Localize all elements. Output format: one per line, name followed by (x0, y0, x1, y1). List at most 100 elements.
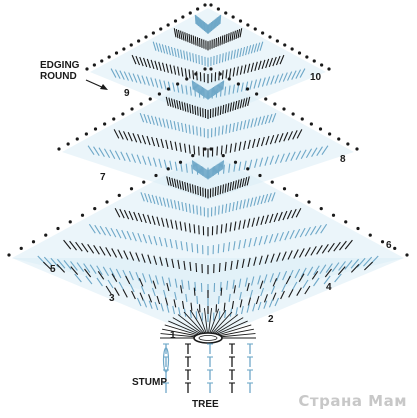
stitch-mark (173, 99, 177, 109)
stitch-mark (232, 279, 235, 289)
stitch-mark (279, 153, 285, 163)
stitch-mark (181, 300, 185, 310)
chain-dot (121, 112, 125, 116)
stitch-mark (250, 118, 254, 128)
stitch-mark (227, 103, 230, 113)
stitch-mark (221, 125, 224, 135)
chain-dot (57, 147, 61, 151)
chain-dot (261, 31, 265, 35)
stitch-mark (164, 238, 168, 248)
stitch-mark (137, 232, 142, 243)
stitch-mark (315, 224, 322, 235)
stitch-mark (321, 243, 329, 254)
stitch-mark (316, 245, 323, 255)
chain-dot (80, 213, 85, 217)
stitch-mark (118, 281, 125, 291)
stitch-mark (265, 135, 270, 146)
stitch-mark (288, 289, 294, 298)
chain-dot (309, 122, 313, 126)
stitch-mark (264, 193, 269, 204)
stitch-mark (117, 249, 123, 259)
stitch-mark (239, 28, 243, 38)
stitch-mark (274, 154, 280, 164)
stitch-mark (244, 177, 248, 187)
stitch-mark (121, 229, 127, 240)
chain-dot (84, 132, 88, 136)
stitch-mark (70, 261, 78, 271)
stitch-mark (219, 14, 222, 24)
stitch-mark (113, 129, 120, 139)
stitch-mark (189, 183, 192, 193)
stitch-mark (173, 65, 177, 75)
stitch-mark (239, 299, 243, 308)
stitch-mark (56, 263, 66, 273)
stitch-mark (89, 264, 97, 274)
stitch-mark (184, 123, 188, 133)
stitch-mark (123, 71, 129, 81)
stitch-mark (246, 282, 250, 292)
stitch-mark (119, 208, 125, 219)
stitch-mark (165, 96, 169, 106)
stitch-mark (154, 301, 159, 311)
stitch-mark (219, 162, 221, 172)
stitch-mark (242, 98, 246, 108)
stitch-mark (183, 50, 186, 60)
stitch-mark (185, 202, 188, 212)
stitch-mark (217, 163, 220, 173)
stitch-mark (93, 146, 100, 157)
stitch-mark (240, 82, 244, 92)
stitch-mark (275, 55, 281, 66)
stitch-mark (236, 179, 240, 189)
stitch-mark (74, 273, 82, 283)
chain-dot (166, 23, 170, 27)
stitch-mark (266, 76, 271, 86)
stitch-mark (84, 268, 92, 278)
stitch-mark (145, 76, 150, 86)
stitch-mark (180, 49, 183, 59)
stitch-mark (159, 256, 163, 266)
stitch-mark (294, 228, 301, 239)
stitch-mark (261, 59, 266, 70)
stitch-mark (233, 30, 236, 40)
stitch-mark (195, 262, 198, 273)
stitch-mark (259, 41, 264, 51)
stitch-mark (313, 277, 320, 287)
stitch-mark (236, 259, 239, 269)
stitch-mark (153, 236, 158, 246)
stitch-mark (165, 257, 169, 267)
stitch-mark (260, 215, 265, 225)
stitch-mark (142, 155, 147, 165)
stitch-mark (253, 79, 257, 89)
stitch-mark (279, 231, 285, 242)
chain-dot (227, 77, 231, 81)
stitch-mark (264, 114, 269, 125)
stitch-mark (172, 305, 176, 315)
stitch-mark (253, 196, 257, 206)
chain-dot (305, 55, 309, 59)
stitch-mark (176, 100, 179, 110)
stitch-mark (193, 145, 196, 155)
stitch-mark (250, 44, 255, 54)
stitch-mark (175, 29, 179, 39)
stitch-mark (282, 210, 288, 221)
stitch-mark (241, 258, 245, 268)
stitch-mark (235, 307, 238, 316)
stitch-mark (218, 262, 221, 273)
chain-dot (393, 246, 397, 250)
stitch-mark (217, 106, 219, 116)
stitch-mark (171, 258, 175, 268)
stitch-mark (173, 47, 177, 58)
stitch-mark (243, 160, 247, 170)
stitch-mark (191, 80, 194, 90)
stitch-mark (81, 242, 89, 253)
chain-dot (56, 226, 60, 231)
stitch-mark (238, 220, 242, 230)
stitch-mark (126, 230, 132, 241)
stitch-mark (224, 183, 227, 193)
stitch-mark (273, 212, 279, 223)
stitch-mark (243, 64, 247, 74)
stitch-mark (299, 68, 306, 78)
chain-dot (283, 43, 287, 47)
stitch-mark (278, 73, 284, 83)
stitch-mark (274, 297, 280, 307)
